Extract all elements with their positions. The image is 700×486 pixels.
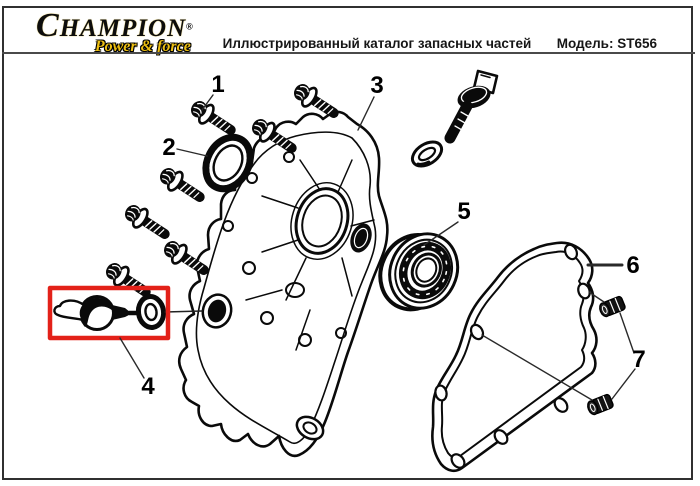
gasket-holes xyxy=(434,243,591,469)
ball-bearing-part xyxy=(378,232,460,312)
page-title: Иллюстрированный каталог запасных частей xyxy=(222,36,532,51)
brand-row: CHAMPION® xyxy=(36,7,193,44)
dowel-pin-upper xyxy=(599,295,626,318)
flange-bolt xyxy=(187,96,237,138)
model-label: Модель: ST656 xyxy=(556,36,657,51)
callout-number-4: 4 xyxy=(141,373,155,400)
shaft-stub xyxy=(295,415,325,441)
oil-seal-part xyxy=(202,133,254,193)
cover-gasket-part xyxy=(431,241,598,473)
flange-bolt xyxy=(156,163,206,205)
callout-number-6: 6 xyxy=(626,252,639,279)
callout-numbers: 1 2 3 4 5 6 7 xyxy=(141,71,645,400)
page-border xyxy=(2,6,693,480)
drain-plug-washer xyxy=(410,140,444,168)
callout-number-3: 3 xyxy=(370,72,383,99)
drain-boss xyxy=(350,223,372,253)
oil-filler-hole xyxy=(201,293,233,329)
crankcase-cover-part xyxy=(177,110,389,458)
flange-bolt xyxy=(102,258,152,300)
dowel-pin-lower xyxy=(587,393,614,416)
highlight-box xyxy=(47,285,171,341)
dipstick-oring xyxy=(135,294,167,330)
flange-bolt xyxy=(121,200,171,242)
drain-plug-part xyxy=(410,69,499,168)
callout-number-5: 5 xyxy=(457,198,470,225)
registered-mark-icon: ® xyxy=(186,21,193,32)
champion-logo: CHAMPION® Power & force xyxy=(36,7,193,56)
header-divider xyxy=(2,52,695,54)
dipstick-plug-part xyxy=(53,294,203,331)
callout-leaders xyxy=(119,94,636,401)
callout-number-7: 7 xyxy=(632,346,645,373)
cover-ribs xyxy=(245,159,375,351)
brand-tagline: Power & force xyxy=(94,38,191,56)
callout-number-1: 1 xyxy=(211,71,224,98)
callout-number-2: 2 xyxy=(162,134,175,161)
brand-name: CHAMPION xyxy=(36,7,187,44)
